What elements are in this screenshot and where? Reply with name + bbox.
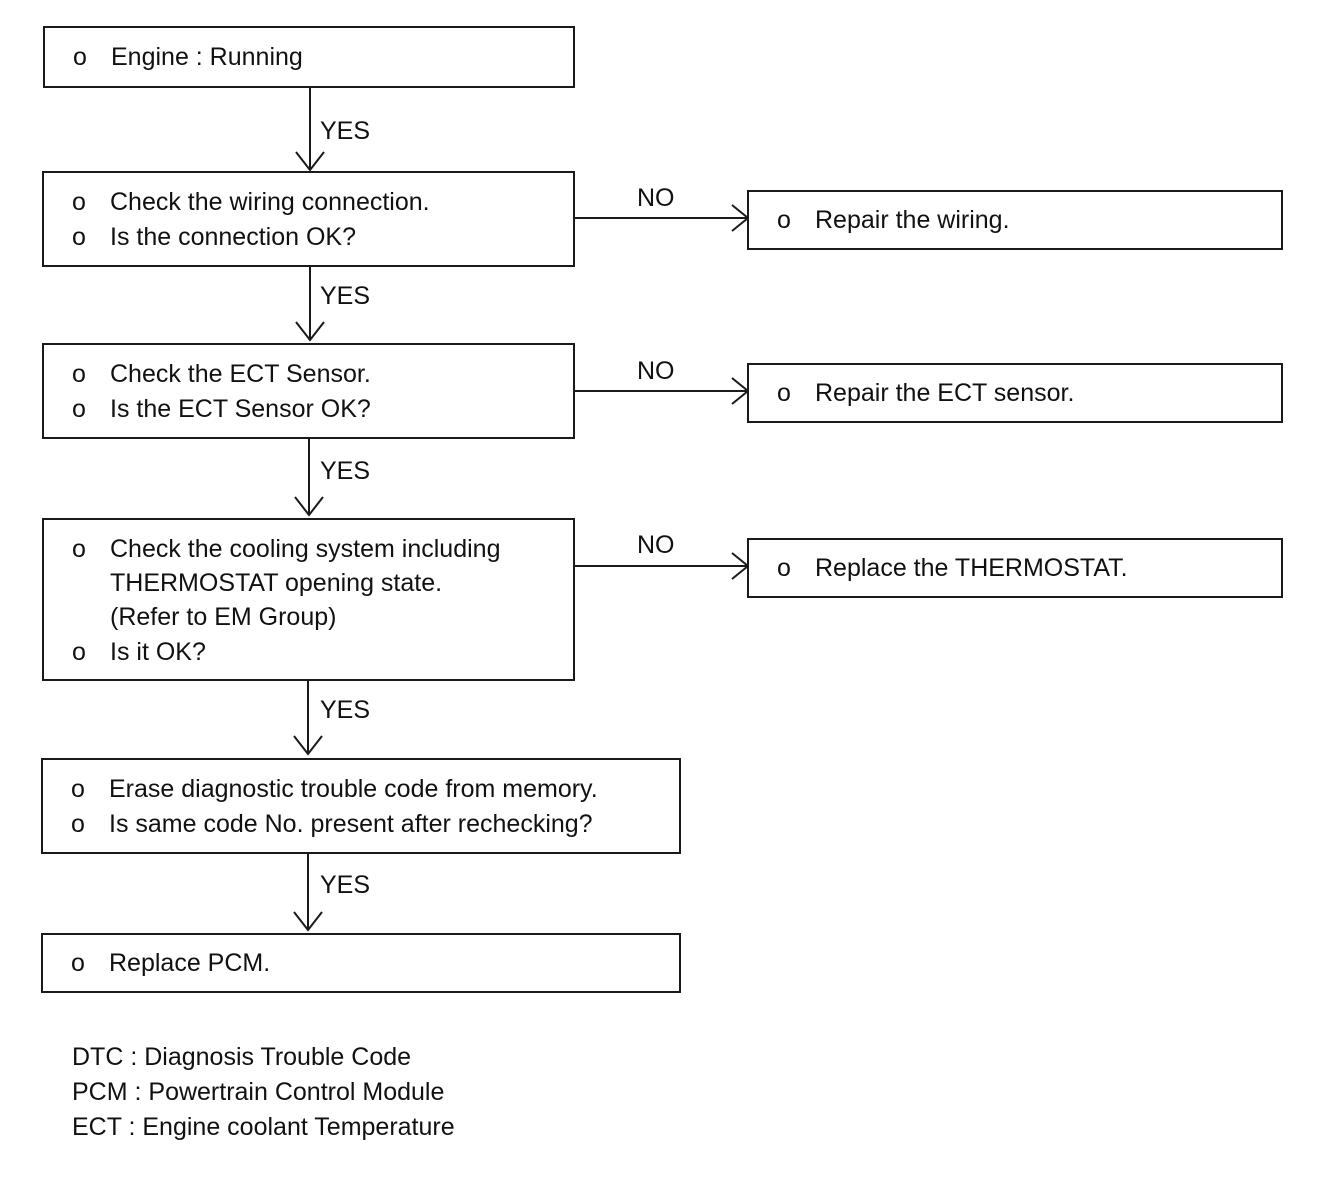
label-no-3: NO [637,531,675,559]
action-text: Replace the THERMOSTAT. [815,554,1128,582]
arrowhead-yes-3 [294,496,324,517]
bullet: o [72,360,86,388]
legend-ect: ECT : Engine coolant Temperature [72,1113,455,1141]
bullet: o [71,775,85,803]
arrowhead-yes-5 [293,911,323,932]
action-replace-thermostat: o Replace the THERMOSTAT. [747,538,1283,598]
step-line: Check the ECT Sensor. [110,360,371,388]
action-repair-ect-sensor: o Repair the ECT sensor. [747,363,1283,423]
bullet: o [777,379,791,407]
bullet: o [72,535,86,563]
bullet: o [72,395,86,423]
bullet: o [72,223,86,251]
step-erase-dtc: o Erase diagnostic trouble code from mem… [41,758,681,854]
bullet: o [777,554,791,582]
label-no-1: NO [637,184,675,212]
label-yes-1: YES [320,117,371,145]
label-yes-3: YES [320,457,371,485]
bullet: o [71,810,85,838]
bullet: o [73,43,87,71]
label-yes-5: YES [320,871,371,899]
bullet: o [71,949,85,977]
action-text: Repair the wiring. [815,206,1010,234]
arrowhead-yes-2 [295,321,325,342]
label-no-2: NO [637,357,675,385]
step-line: Replace PCM. [109,949,271,977]
step-line: (Refer to EM Group) [110,603,337,631]
bullet: o [777,206,791,234]
legend-dtc: DTC : Diagnosis Trouble Code [72,1043,412,1071]
arrowhead-yes-1 [295,151,325,172]
label-yes-4: YES [320,696,371,724]
step-check-cooling-system: o Check the cooling system including THE… [42,518,575,681]
legend-pcm: PCM : Powertrain Control Module [72,1078,445,1106]
step-line: Check the cooling system including [110,535,501,563]
step-engine-running: o Engine : Running [43,26,575,88]
step-line: THERMOSTAT opening state. [110,569,443,597]
step-replace-pcm: o Replace PCM. [41,933,681,993]
step-line: Engine : Running [111,43,303,71]
step-check-ect-sensor: o Check the ECT Sensor. o Is the ECT Sen… [42,343,575,439]
bullet: o [72,638,86,666]
action-text: Repair the ECT sensor. [815,379,1075,407]
step-line: Check the wiring connection. [110,188,430,216]
step-line: Is the connection OK? [110,223,356,251]
arrowhead-yes-4 [293,735,323,756]
bullet: o [72,188,86,216]
label-yes-2: YES [320,282,371,310]
step-check-wiring: o Check the wiring connection. o Is the … [42,171,575,267]
step-line: Erase diagnostic trouble code from memor… [109,775,598,803]
step-line: Is the ECT Sensor OK? [110,395,371,423]
step-line: Is it OK? [110,638,206,666]
action-repair-wiring: o Repair the wiring. [747,190,1283,250]
step-line: Is same code No. present after recheckin… [109,810,593,838]
